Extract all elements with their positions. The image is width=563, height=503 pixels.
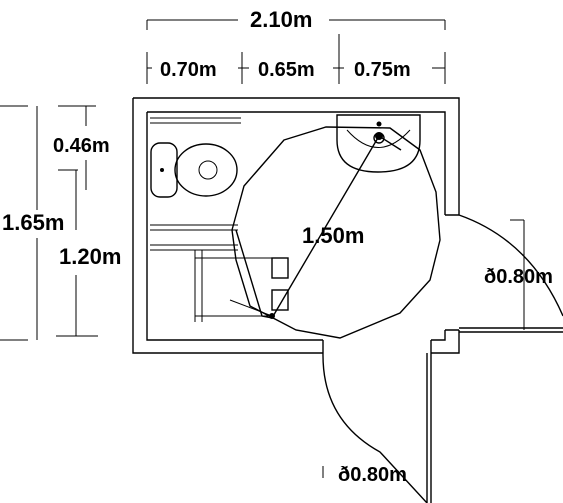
overall-width-label: 2.10m (250, 7, 312, 32)
door-swing-icon (458, 214, 563, 333)
turning-diameter-label: 1.50m (302, 223, 364, 248)
lower-depth-label: 1.20m (59, 244, 121, 269)
side-door-width-label: ð0.80m (484, 266, 553, 288)
washbasin-icon (336, 114, 421, 173)
segment-middle-label: 0.65m (258, 59, 315, 81)
door-swing-icon (322, 352, 432, 503)
toilet-offset-label: 0.46m (53, 135, 110, 157)
segment-right-label: 0.75m (354, 59, 411, 81)
segment-left-label: 0.70m (160, 59, 217, 81)
room-walls (132, 97, 460, 354)
top-dimension-lines (146, 19, 446, 84)
grab-bar-icon (150, 117, 241, 251)
toilet-icon (150, 142, 238, 198)
wheelchair-turning-circle-icon (231, 126, 441, 339)
wheelchair-footprint (194, 250, 289, 322)
overall-depth-label: 1.65m (2, 210, 64, 235)
left-dimension-lines (0, 105, 98, 341)
bottom-door-width-label: ð0.80m (338, 464, 407, 486)
